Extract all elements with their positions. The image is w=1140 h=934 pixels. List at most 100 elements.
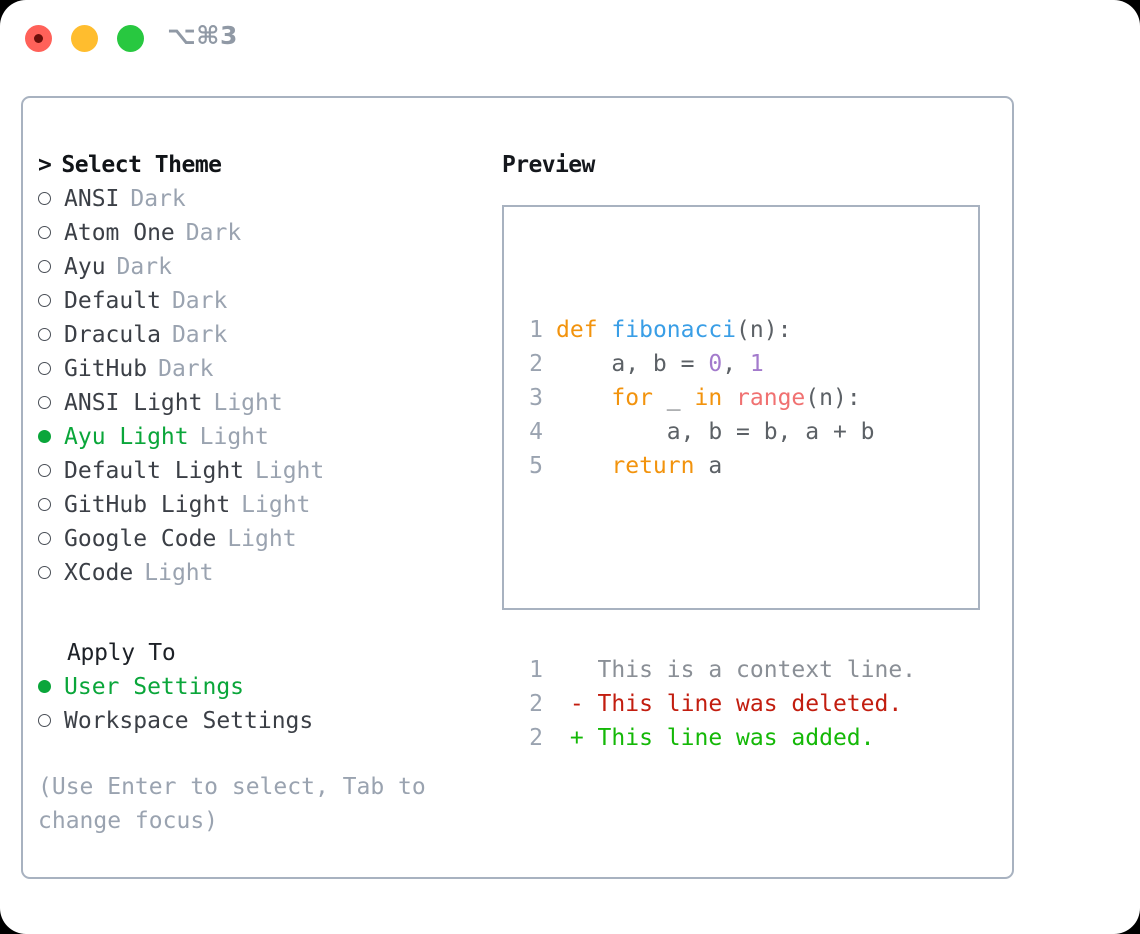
diff-block: 1 This is a context line.2 - This line w… (517, 653, 916, 755)
code-token: fibonacci (611, 317, 737, 343)
radio-unselected-icon[interactable] (38, 284, 64, 318)
radio-dot (38, 328, 51, 341)
apply-to-option[interactable]: User Settings (38, 670, 498, 704)
keyboard-hint: (Use Enter to select, Tab to change focu… (38, 774, 426, 834)
radio-unselected-icon[interactable] (38, 488, 64, 522)
apply-to-option[interactable]: Workspace Settings (38, 704, 498, 738)
theme-list-item[interactable]: GitHub Light Light (38, 488, 498, 522)
theme-list-item[interactable]: Default Dark (38, 284, 498, 318)
radio-dot (38, 532, 51, 545)
code-token: return (611, 453, 695, 479)
code-token: (n): (736, 317, 792, 343)
code-token (556, 453, 611, 479)
theme-list-header: > Select Theme (38, 148, 498, 182)
theme-kind-badge: Light (241, 492, 311, 518)
radio-unselected-icon[interactable] (38, 318, 64, 352)
radio-unselected-icon[interactable] (38, 182, 64, 216)
radio-unselected-icon[interactable] (38, 522, 64, 556)
code-token: a (694, 453, 723, 479)
theme-name: ANSI Light (64, 390, 203, 416)
diff-text: + This line was added. (556, 725, 875, 751)
radio-unselected-icon[interactable] (38, 704, 64, 738)
theme-name: Google Code (64, 526, 217, 552)
line-number: 2 (529, 351, 543, 377)
preview-label: Preview (502, 152, 595, 178)
apply-to-label: User Settings (64, 674, 245, 700)
code-token (722, 385, 736, 411)
theme-name: Dracula (64, 322, 161, 348)
theme-name: Default Light (64, 458, 245, 484)
maximize-button[interactable] (117, 25, 144, 52)
radio-selected-icon[interactable] (38, 420, 64, 454)
theme-list-item[interactable]: ANSI Light Light (38, 386, 498, 420)
line-number: 4 (529, 419, 543, 445)
title-bar: ⌥⌘3 (0, 0, 1140, 78)
code-token: (n): (805, 385, 861, 411)
radio-unselected-icon[interactable] (38, 454, 64, 488)
theme-kind-badge: Dark (185, 220, 242, 246)
theme-name: Ayu (64, 254, 106, 280)
traffic-lights (25, 25, 144, 52)
radio-dot (38, 294, 51, 307)
close-button[interactable] (25, 25, 52, 52)
theme-kind-badge: Dark (171, 322, 228, 348)
radio-unselected-icon[interactable] (38, 216, 64, 250)
code-token: , (722, 351, 750, 377)
code-line: 2 a, b = 0, 1 (517, 347, 916, 381)
code-token (556, 385, 611, 411)
code-token: def (556, 317, 598, 343)
theme-name: GitHub (64, 356, 148, 382)
radio-dot (38, 498, 51, 511)
radio-selected-icon[interactable] (38, 670, 64, 704)
apply-to-label: Workspace Settings (64, 708, 314, 734)
code-token: range (736, 385, 806, 411)
code-token: in (694, 385, 723, 411)
code-line: 5 return a (517, 449, 916, 483)
radio-unselected-icon[interactable] (38, 386, 64, 420)
theme-list-item[interactable]: GitHub Dark (38, 352, 498, 386)
theme-name: Default (64, 288, 161, 314)
theme-name: ANSI (64, 186, 120, 212)
theme-name: GitHub Light (64, 492, 231, 518)
theme-kind-badge: Dark (116, 254, 172, 280)
radio-unselected-icon[interactable] (38, 556, 64, 590)
code-line: 3 for _ in range(n): (517, 381, 916, 415)
code-blank-line (517, 551, 916, 585)
theme-list-item[interactable]: Dracula Dark (38, 318, 498, 352)
theme-list-item[interactable]: Default Light Light (38, 454, 498, 488)
code-line: 4 a, b = b, a + b (517, 415, 916, 449)
diff-line: 2 + This line was added. (517, 721, 916, 755)
diff-line: 1 This is a context line. (517, 653, 916, 687)
theme-kind-badge: Dark (158, 356, 214, 382)
radio-unselected-icon[interactable] (38, 352, 64, 386)
theme-kind-badge: Light (144, 560, 214, 586)
line-number: 5 (529, 453, 543, 479)
diff-text: This is a context line. (556, 657, 917, 683)
radio-unselected-icon[interactable] (38, 250, 64, 284)
code-token: 0 (708, 351, 723, 377)
theme-kind-badge: Dark (171, 288, 228, 314)
code-token: for (611, 385, 653, 411)
theme-kind-badge: Light (199, 424, 269, 450)
theme-kind-badge: Light (213, 390, 283, 416)
radio-dot (38, 226, 51, 239)
theme-list-item[interactable]: Ayu Dark (38, 250, 498, 284)
minimize-button[interactable] (71, 25, 98, 52)
theme-kind-badge: Light (255, 458, 325, 484)
radio-dot (38, 430, 51, 443)
keyboard-shortcut-label: ⌥⌘3 (167, 21, 238, 50)
code-token: _ (652, 385, 695, 411)
code-token: 1 (749, 351, 764, 377)
caret-icon: > (38, 152, 52, 178)
